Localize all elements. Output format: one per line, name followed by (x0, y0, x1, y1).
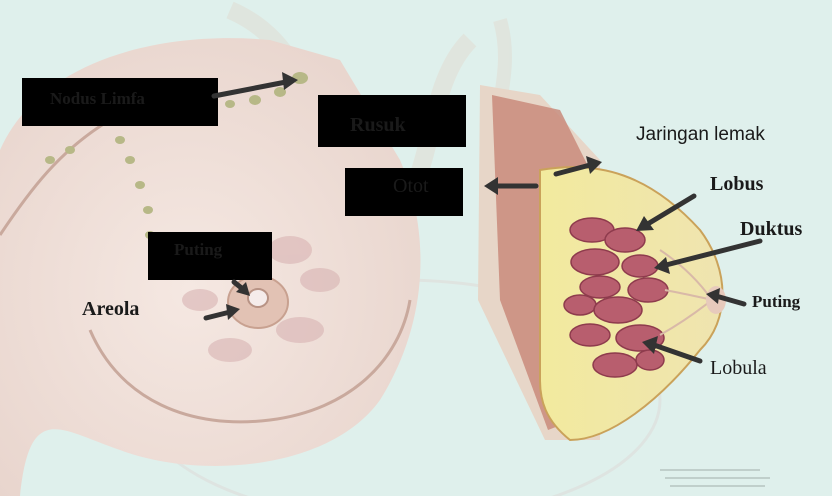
label-fat-tissue: Jaringan lemak (636, 124, 765, 146)
label-lymph-nodes: Nodus Limfa (50, 89, 145, 109)
copyright-mark (660, 470, 770, 486)
label-lobules: Lobula (710, 357, 767, 380)
label-ducts: Duktus (740, 218, 802, 241)
label-lobes: Lobus (710, 173, 763, 196)
label-ribs: Rusuk (350, 114, 406, 137)
label-muscle: Otot (393, 175, 429, 198)
nipple-shape (248, 289, 268, 307)
label-areola: Areola (82, 298, 139, 321)
label-nipple-left: Puting (174, 240, 222, 260)
label-nipple-right: Puting (752, 292, 800, 312)
